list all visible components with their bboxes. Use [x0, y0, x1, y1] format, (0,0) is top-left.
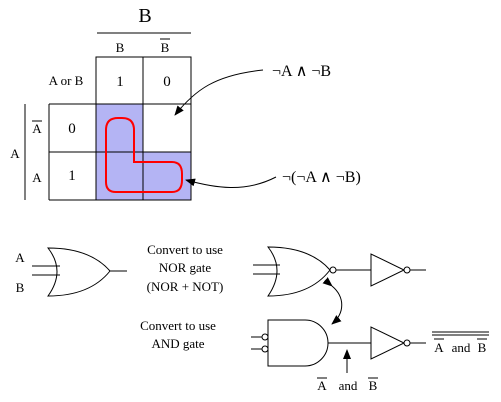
- and-input-bubble-bottom: [261, 345, 269, 353]
- annotations: ¬A ∧ ¬B ¬(¬A ∧ ¬B): [174, 63, 361, 188]
- cell-a-value: 1: [68, 168, 76, 184]
- not-gate-upper-bubble: [403, 266, 411, 274]
- column-label-b: B: [116, 40, 125, 55]
- not-gate-lower-symbol: [370, 326, 406, 360]
- not-gate-lower-bubble: [403, 339, 411, 347]
- annotation-not-a-and-not-b: ¬A ∧ ¬B: [272, 63, 331, 80]
- kmap-grid: [48, 56, 192, 201]
- grouping-loop: [105, 117, 183, 193]
- output-label: A and B: [432, 331, 489, 355]
- column-label-not-b: B: [161, 40, 170, 55]
- karnaugh-map: B B B A or B 1 0 A A A 0 1: [10, 5, 192, 201]
- nor-caption-line1: Convert to use: [147, 242, 223, 257]
- row-side-label-a: A: [10, 146, 20, 161]
- and-gate-symbol: [267, 319, 329, 367]
- nor-gate-symbol: [266, 246, 331, 297]
- annotation-negated-expression: ¬(¬A ∧ ¬B): [282, 169, 361, 186]
- nor-caption-line3: (NOR + NOT): [147, 279, 224, 294]
- nor-caption-line2: NOR gate: [159, 260, 212, 275]
- variable-b-label: B: [138, 5, 151, 27]
- input-b-label: B: [16, 280, 25, 295]
- nor-bubble: [329, 266, 337, 274]
- output-label-b: B: [478, 340, 487, 355]
- annotation-arrow-upper: [174, 69, 264, 116]
- input-a-label: A: [15, 250, 25, 265]
- bottom-input-not-a: A: [317, 378, 327, 393]
- and-caption-line1: Convert to use: [140, 318, 216, 333]
- output-label-and: and: [452, 340, 471, 355]
- output-label-a: A: [434, 340, 444, 355]
- and-not-circuit: [251, 319, 426, 367]
- top-row-value-not-b: 0: [163, 74, 171, 90]
- corner-label: A or B: [49, 73, 84, 88]
- or-gate-symbol: [46, 247, 111, 297]
- conversion-double-arrow: [322, 277, 343, 325]
- cell-not-a-value: 0: [68, 121, 76, 137]
- not-gate-upper-symbol: [370, 253, 406, 287]
- top-row-value-b: 1: [116, 74, 124, 90]
- row-label-a: A: [32, 170, 42, 185]
- bottom-input-and: and: [339, 378, 358, 393]
- nor-not-circuit: [253, 246, 426, 297]
- and-caption-line2: AND gate: [151, 336, 204, 351]
- and-input-bubble-top: [261, 333, 269, 341]
- bottom-input-not-b: B: [369, 378, 378, 393]
- or-gate-circuit: A B: [15, 247, 127, 297]
- annotation-arrow-lower: [185, 176, 277, 188]
- row-label-not-a: A: [32, 121, 42, 136]
